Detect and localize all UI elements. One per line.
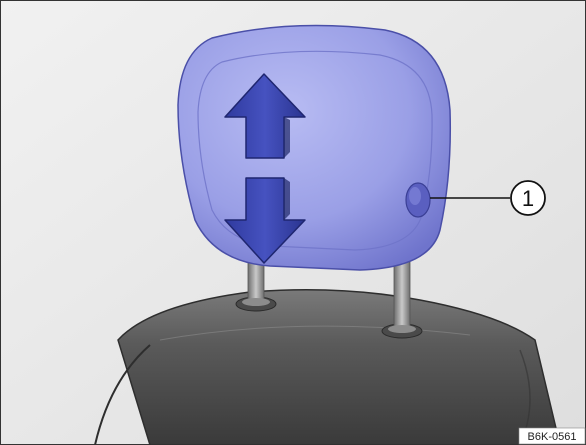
- reference-code: B6K-0561: [528, 431, 577, 443]
- seat-backrest: [94, 289, 561, 445]
- callout-number: 1: [522, 186, 534, 211]
- arrow-up-icon: [224, 73, 306, 159]
- headrest-cushion: [177, 24, 452, 271]
- release-button: [405, 182, 431, 218]
- reference-code-box: [518, 427, 586, 445]
- headrest-post-left: [235, 254, 277, 312]
- headrest-post-right: [381, 261, 423, 339]
- callout-circle: [510, 180, 546, 216]
- arrow-down-icon: [224, 177, 306, 264]
